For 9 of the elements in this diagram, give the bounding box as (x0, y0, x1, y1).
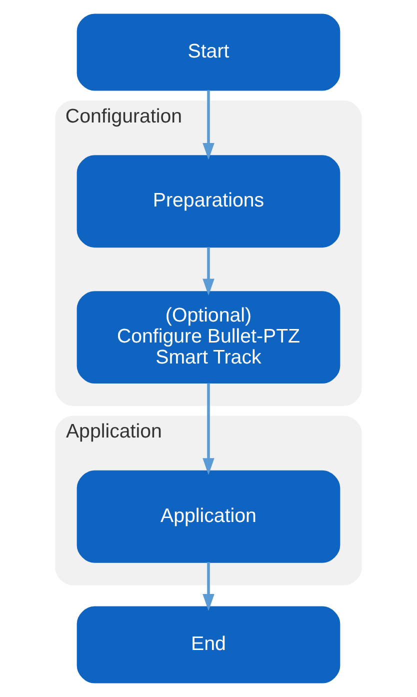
node-box: (Optional) Configure Bullet-PTZ Smart Track (76, 291, 340, 384)
arrow (202, 90, 214, 160)
node-box: Application (76, 470, 340, 563)
node-box: End (76, 606, 340, 684)
node-box: Preparations (76, 155, 340, 248)
node-box: Start (76, 14, 340, 91)
arrow (202, 247, 214, 296)
arrow (202, 562, 214, 611)
arrow (202, 383, 214, 475)
